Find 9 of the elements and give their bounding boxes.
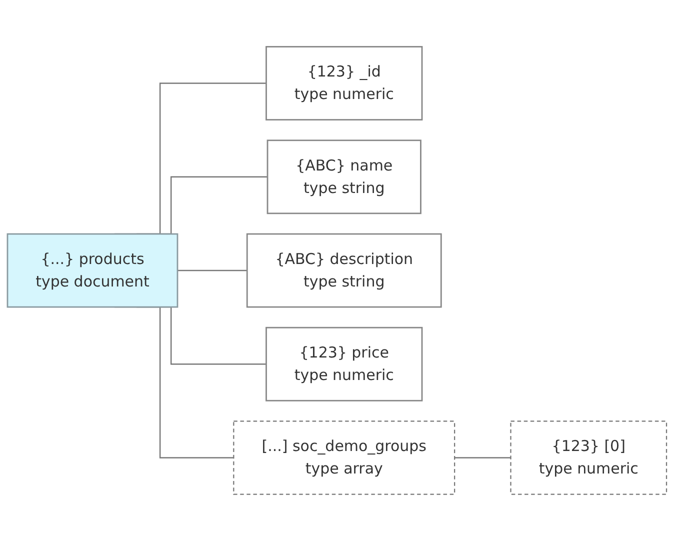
node-box: {ABC} description type string — [246, 233, 442, 308]
connector — [177, 270, 248, 272]
node-box: {...} products type document — [6, 233, 178, 308]
node-box: {123} _id type numeric — [266, 46, 423, 120]
node-box: {123} price type numeric — [266, 326, 423, 402]
node-box: {ABC} name type string — [266, 140, 422, 214]
node-box: {123} [0] type numeric — [510, 420, 668, 495]
connector — [454, 457, 511, 458]
node-box: [...] soc_demo_groups type array — [233, 420, 456, 495]
